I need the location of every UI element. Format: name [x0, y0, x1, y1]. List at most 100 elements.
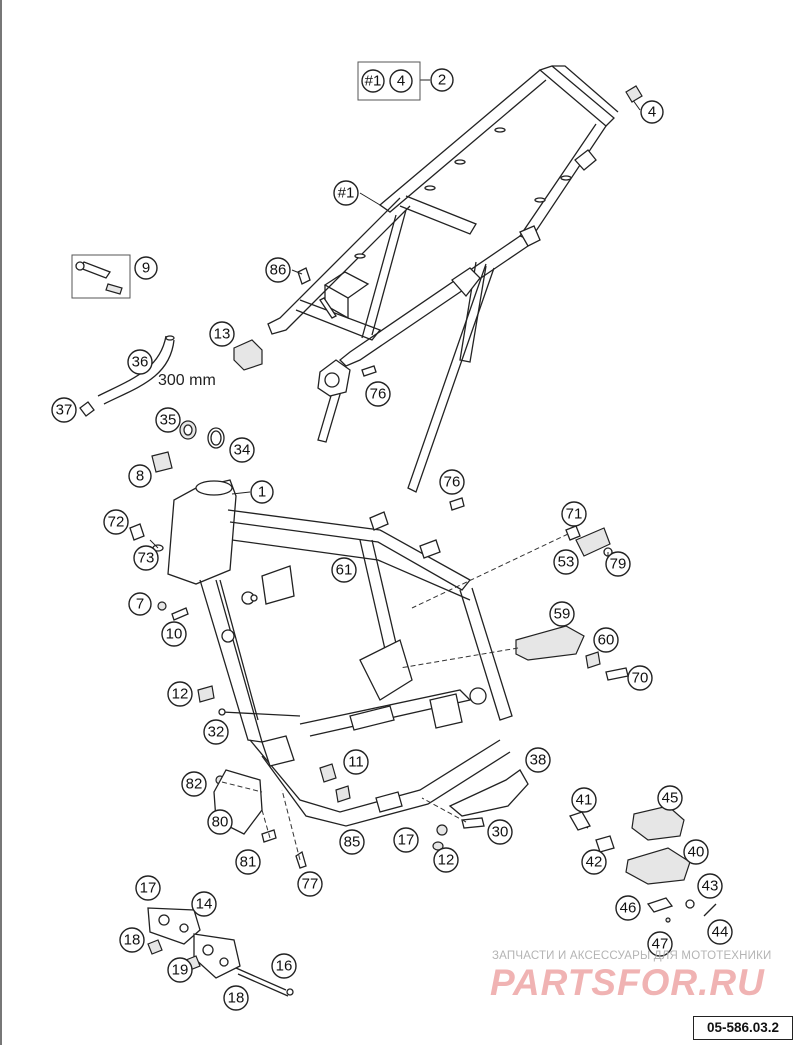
- svg-text:79: 79: [610, 556, 627, 573]
- callout-18a: 18: [119, 927, 145, 953]
- callout-77: 77: [297, 871, 323, 897]
- watermark-tagline: ЗАПЧАСТИ И АКСЕССУАРЫ ДЛЯ МОТОТЕХНИКИ: [492, 950, 772, 962]
- svg-text:44: 44: [712, 924, 729, 941]
- callout-18b: 18: [223, 985, 249, 1011]
- svg-text:17: 17: [398, 832, 415, 849]
- svg-text:59: 59: [554, 606, 571, 623]
- parts-upper-left: [71, 85, 643, 511]
- callout-44: 44: [707, 919, 733, 945]
- callout-40: 40: [683, 839, 709, 865]
- callout-32: 32: [203, 719, 229, 745]
- svg-text:4: 4: [648, 104, 656, 121]
- callout-12a: 12: [167, 681, 193, 707]
- callout-73: 73: [133, 545, 159, 571]
- svg-text:43: 43: [702, 878, 719, 895]
- callout-8: 8: [128, 464, 152, 488]
- callout-59: 59: [549, 601, 575, 627]
- hose-length-label: 300 mm: [158, 372, 216, 389]
- callout-81: 81: [235, 849, 261, 875]
- callout-46: 46: [615, 895, 641, 921]
- callout-34: 34: [229, 437, 255, 463]
- svg-text:16: 16: [276, 958, 293, 975]
- callout-45: 45: [657, 785, 683, 811]
- header-ref-target: 2: [430, 68, 454, 92]
- drawing-number: 05-586.03.2: [693, 1016, 793, 1040]
- svg-text:41: 41: [576, 792, 593, 809]
- callout-72: 72: [103, 509, 129, 535]
- svg-text:85: 85: [344, 834, 361, 851]
- callout-76b: 76: [439, 469, 465, 495]
- svg-text:8: 8: [136, 468, 144, 485]
- header-ref-subassembly-marker: #1: [361, 69, 385, 93]
- svg-text:#1: #1: [365, 73, 382, 90]
- svg-text:10: 10: [166, 626, 183, 643]
- svg-text:4: 4: [397, 73, 405, 90]
- svg-text:35: 35: [160, 412, 177, 429]
- callout-85: 85: [339, 829, 365, 855]
- svg-text:9: 9: [142, 260, 150, 277]
- svg-text:17: 17: [140, 880, 157, 897]
- svg-text:38: 38: [530, 752, 547, 769]
- callout-19: 19: [167, 957, 193, 983]
- header-reference: #1 4 2: [357, 61, 454, 101]
- svg-text:60: 60: [598, 632, 615, 649]
- svg-text:1: 1: [258, 484, 266, 501]
- svg-text:7: 7: [136, 596, 144, 613]
- subframe-drawing: [267, 65, 619, 493]
- svg-text:37: 37: [56, 402, 73, 419]
- callout-43: 43: [697, 873, 723, 899]
- svg-text:12: 12: [438, 852, 455, 869]
- callout-16: 16: [271, 953, 297, 979]
- svg-text:32: 32: [208, 724, 225, 741]
- svg-text:42: 42: [586, 854, 603, 871]
- svg-text:53: 53: [558, 554, 575, 571]
- callout-17b: 17: [135, 875, 161, 901]
- callout-layer: 4 #1 9 86 13 36 76 37 35 34 8 76 1 72 71 73 53 79 61 7 10 59 6…: [51, 100, 733, 1011]
- callout-12b: 12: [433, 847, 459, 873]
- callout-70: 70: [627, 665, 653, 691]
- svg-text:71: 71: [566, 506, 583, 523]
- svg-text:30: 30: [492, 824, 509, 841]
- callout-82: 82: [181, 771, 207, 797]
- svg-text:80: 80: [212, 814, 229, 831]
- callout-80: 80: [207, 809, 233, 835]
- callout-79: 79: [605, 551, 631, 577]
- callout-60: 60: [593, 627, 619, 653]
- callout-36: 36: [127, 349, 153, 375]
- svg-text:77: 77: [302, 876, 319, 893]
- svg-text:46: 46: [620, 900, 637, 917]
- svg-text:19: 19: [172, 962, 189, 979]
- callout-35: 35: [155, 407, 181, 433]
- watermark-logo: PARTSFOR.RU: [490, 962, 765, 1003]
- callout-13: 13: [209, 321, 235, 347]
- svg-text:18: 18: [124, 932, 141, 949]
- callout-61: 61: [331, 557, 357, 583]
- svg-text:70: 70: [632, 670, 649, 687]
- svg-text:76: 76: [370, 386, 387, 403]
- svg-text:2: 2: [438, 72, 446, 89]
- callout-47: 47: [647, 931, 673, 957]
- callout-4: 4: [640, 100, 664, 124]
- callout-17a: 17: [393, 827, 419, 853]
- page-left-edge: [0, 0, 2, 1045]
- callout-sub1: #1: [333, 180, 359, 206]
- callout-53: 53: [553, 549, 579, 575]
- svg-text:34: 34: [234, 442, 251, 459]
- svg-text:72: 72: [108, 514, 125, 531]
- svg-text:#1: #1: [338, 185, 355, 202]
- svg-text:86: 86: [270, 262, 287, 279]
- callout-14: 14: [191, 891, 217, 917]
- callout-1: 1: [250, 480, 274, 504]
- callout-7: 7: [128, 592, 152, 616]
- callout-9: 9: [134, 256, 158, 280]
- svg-text:47: 47: [652, 936, 669, 953]
- callout-41: 41: [571, 787, 597, 813]
- side-stand-assembly: [147, 907, 294, 997]
- svg-text:61: 61: [336, 562, 353, 579]
- svg-text:76: 76: [444, 474, 461, 491]
- svg-text:45: 45: [662, 790, 679, 807]
- parts-frame: [129, 523, 629, 869]
- callout-10: 10: [161, 621, 187, 647]
- svg-text:14: 14: [196, 896, 213, 913]
